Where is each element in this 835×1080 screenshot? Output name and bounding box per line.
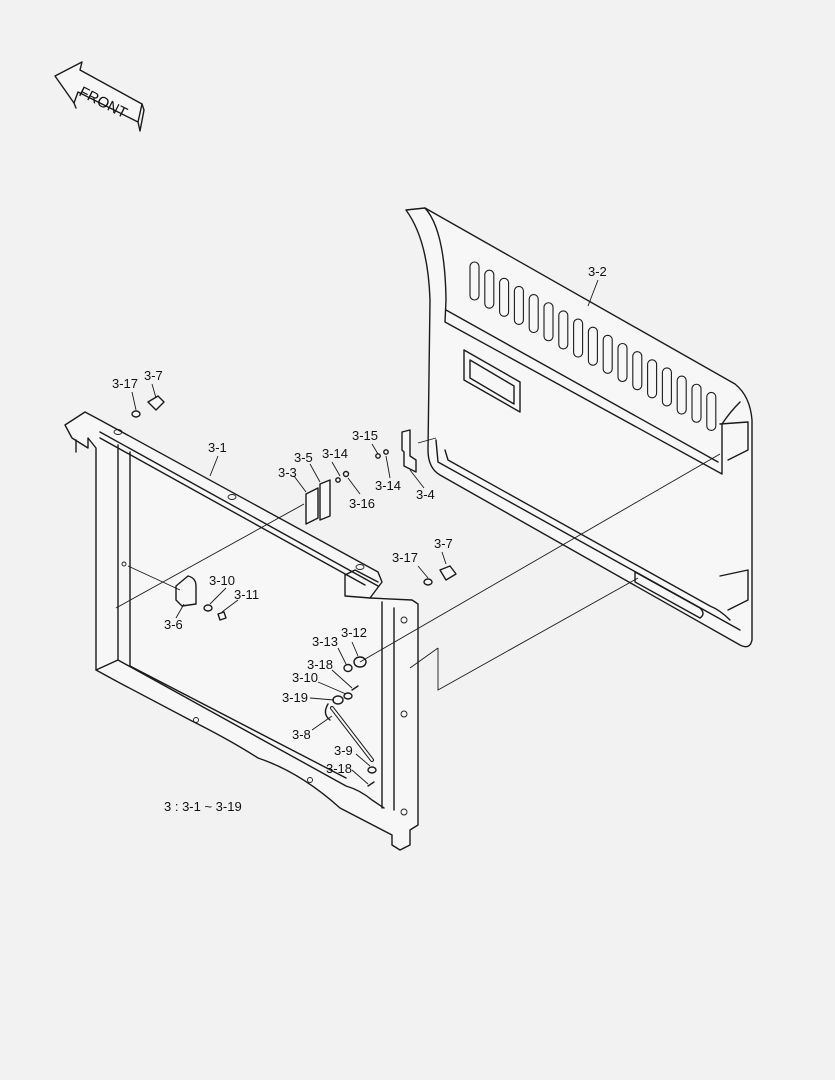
- panel-slot: [691, 383, 702, 423]
- panel-slot: [632, 351, 643, 391]
- panel-slot: [528, 294, 539, 334]
- leader-lines: [131, 279, 599, 785]
- panel-slot: [647, 359, 658, 399]
- label-3-17: 3-17: [112, 376, 138, 391]
- label-3-1: 3-1: [208, 440, 227, 455]
- panel-slot: [558, 310, 569, 350]
- label-3-14: 3-14: [375, 478, 401, 493]
- bracket-3-3: [305, 487, 319, 525]
- label-3-18: 3-18: [326, 761, 352, 776]
- fasteners: [131, 395, 457, 787]
- label-3-18: 3-18: [307, 657, 333, 672]
- bracket-3-4: [401, 429, 417, 473]
- panel-slot: [543, 302, 554, 342]
- panel-slot: [484, 269, 495, 309]
- label-3-3: 3-3: [278, 465, 297, 480]
- panel-slot: [661, 367, 672, 407]
- label-3-19: 3-19: [282, 690, 308, 705]
- panel-slot: [706, 391, 717, 431]
- label-3-15: 3-15: [352, 428, 378, 443]
- panel-slot: [469, 261, 480, 301]
- panel-slot: [573, 318, 584, 358]
- panel-ventilation-slots: [469, 261, 717, 431]
- panel-slot: [499, 277, 510, 317]
- label-3-10: 3-10: [209, 573, 235, 588]
- label-3-13: 3-13: [312, 634, 338, 649]
- frame: [64, 411, 419, 851]
- label-3-8: 3-8: [292, 727, 311, 742]
- label-3-6: 3-6: [164, 617, 183, 632]
- panel-slot: [587, 326, 598, 366]
- label-3-17: 3-17: [392, 550, 418, 565]
- panel-slot: [602, 334, 613, 374]
- rod-3-8: [324, 703, 374, 762]
- label-3-4: 3-4: [416, 487, 435, 502]
- label-3-7: 3-7: [144, 368, 163, 383]
- label-3-10: 3-10: [292, 670, 318, 685]
- part-labels: 3-2 3-17 3-7 3-1 3-15 3-5 3-14 3-3 3-14 …: [112, 264, 607, 776]
- bracket-3-6: [175, 575, 197, 607]
- panel-slot: [513, 285, 524, 326]
- bracket-3-5: [319, 479, 331, 521]
- label-3-16: 3-16: [349, 496, 375, 511]
- label-3-5: 3-5: [294, 450, 313, 465]
- rear-panel: [405, 207, 753, 648]
- label-3-14: 3-14: [322, 446, 348, 461]
- label-3-9: 3-9: [334, 743, 353, 758]
- label-3-7: 3-7: [434, 536, 453, 551]
- panel-slot: [617, 342, 628, 383]
- legend-text: 3 : 3-1 ~ 3-19: [164, 799, 242, 814]
- panel-slot: [676, 375, 687, 415]
- label-3-11: 3-11: [234, 587, 259, 602]
- front-arrow-icon: FRONT: [54, 61, 145, 132]
- label-3-12: 3-12: [341, 625, 367, 640]
- alignment-lines: [115, 437, 721, 691]
- label-3-2: 3-2: [588, 264, 607, 279]
